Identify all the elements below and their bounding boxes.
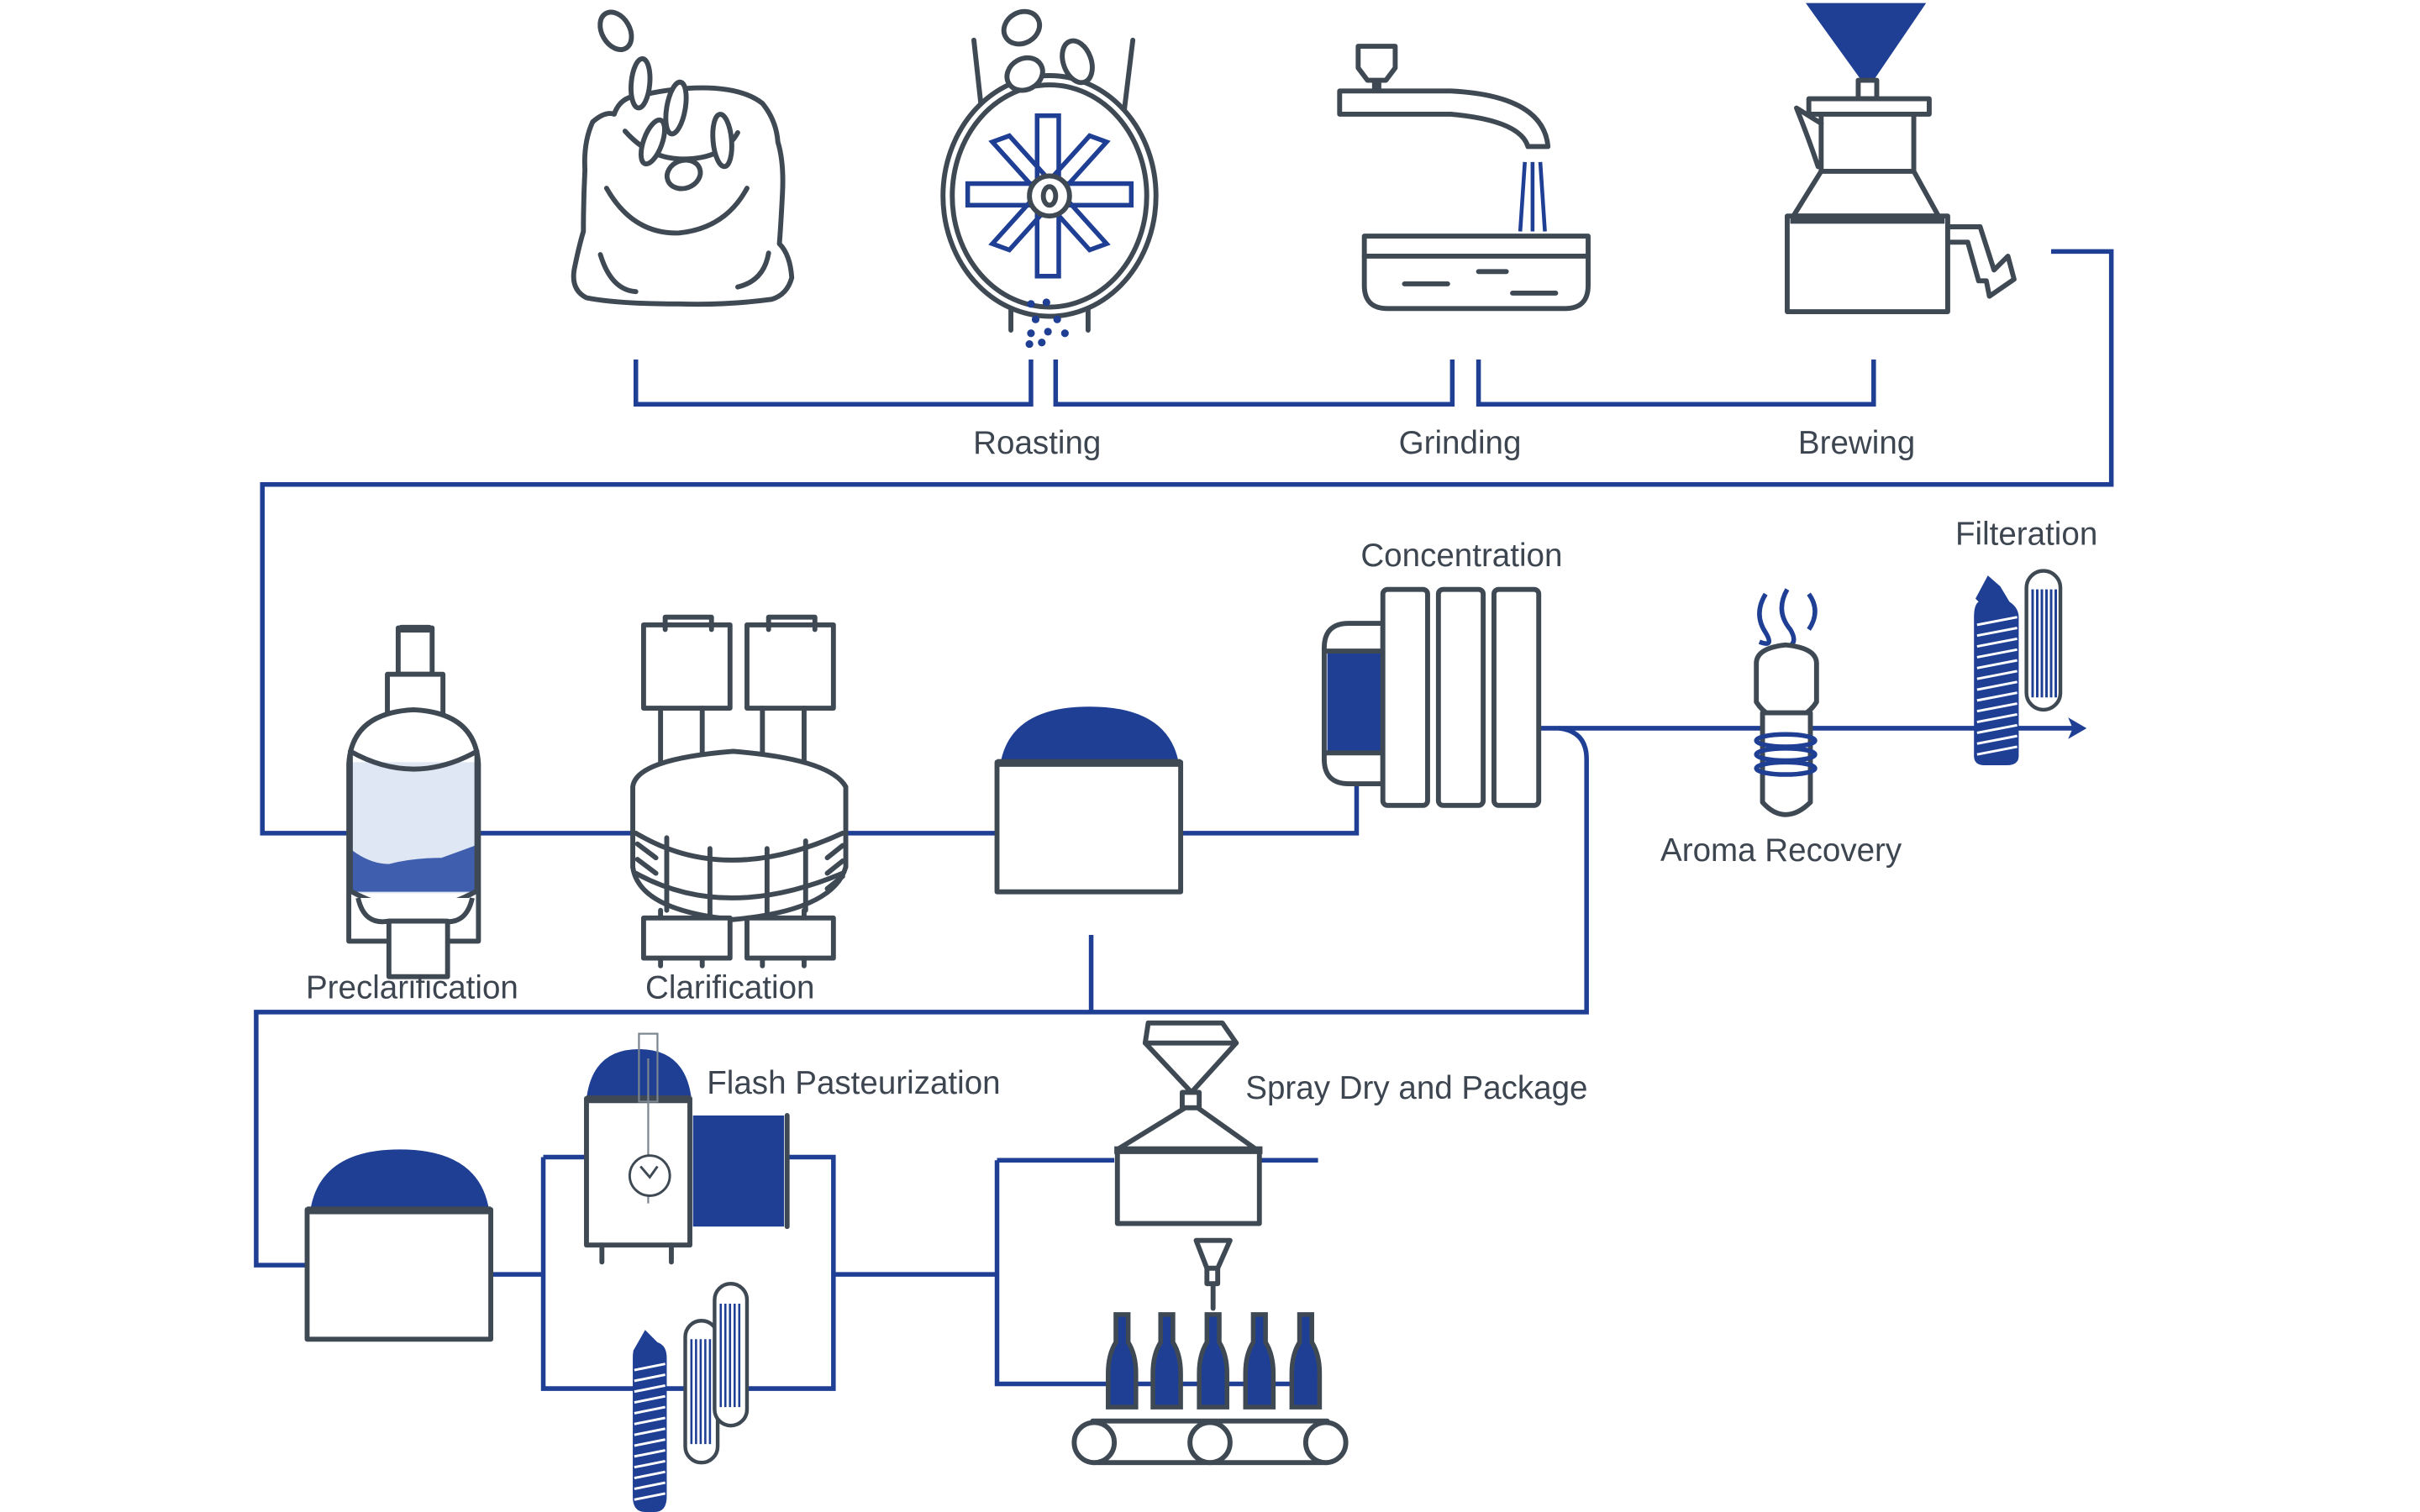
label-preclarification: Preclarification xyxy=(306,969,518,1005)
label-grinding: Grinding xyxy=(1399,425,1522,461)
pipe-concentrator-down xyxy=(254,726,1589,1268)
pipe-packaging-loop xyxy=(994,1158,1318,1387)
pipe-brewer-to-row2 xyxy=(260,249,2114,836)
roaster-drum-icon xyxy=(940,8,1159,349)
filter-cartridge-icon xyxy=(1974,569,2063,766)
label-filteration: Filteration xyxy=(1955,516,2097,552)
pipe-roaster-to-grinder xyxy=(1053,359,1455,407)
clock-gauge-icon xyxy=(628,1154,671,1197)
spray-dryer-bottling-icon xyxy=(1071,1020,1349,1466)
pipe-grinder-to-brewer xyxy=(1476,359,1876,407)
holding-tank-icon xyxy=(994,706,1184,895)
label-clarification: Clarification xyxy=(645,969,814,1005)
label-brewing: Brewing xyxy=(1798,425,1915,461)
label-spray-dry-package: Spray Dry and Package xyxy=(1245,1070,1587,1106)
pipe-tank-to-concentrator xyxy=(1181,784,1360,836)
flow-arrow-head xyxy=(2068,717,2087,739)
buffer-tank-icon xyxy=(304,1149,494,1342)
coffee-bean-sack-icon xyxy=(571,9,795,307)
label-flash-pasteurization: Flash Pasteurization xyxy=(707,1065,1000,1101)
centrifuge-clarifier-icon xyxy=(630,614,849,969)
conveyor-belt-icon xyxy=(1071,1418,1349,1466)
pasteurizer-icon xyxy=(584,1032,790,1265)
brewing-kettle-icon xyxy=(1785,3,2017,314)
pipe-pasteurizer-loop xyxy=(540,1154,836,1391)
bottles xyxy=(1106,1312,1323,1410)
label-roasting: Roasting xyxy=(973,425,1101,461)
pipe-bean-to-roaster xyxy=(633,359,1034,407)
stage-labels: Roasting Grinding Brewing Preclarificati… xyxy=(306,425,2097,1106)
pipes xyxy=(254,249,2114,1391)
label-concentration: Concentration xyxy=(1360,538,1562,574)
preclarifier-vessel-icon xyxy=(346,624,481,979)
grinder-basin-icon xyxy=(1337,44,1591,312)
inline-filter-cartridge-icon xyxy=(633,1281,750,1512)
aroma-recovery-column-icon xyxy=(1754,588,1819,817)
label-aroma-recovery: Aroma Recovery xyxy=(1660,832,1902,869)
membrane-plate-concentrator-icon xyxy=(1321,586,1542,808)
